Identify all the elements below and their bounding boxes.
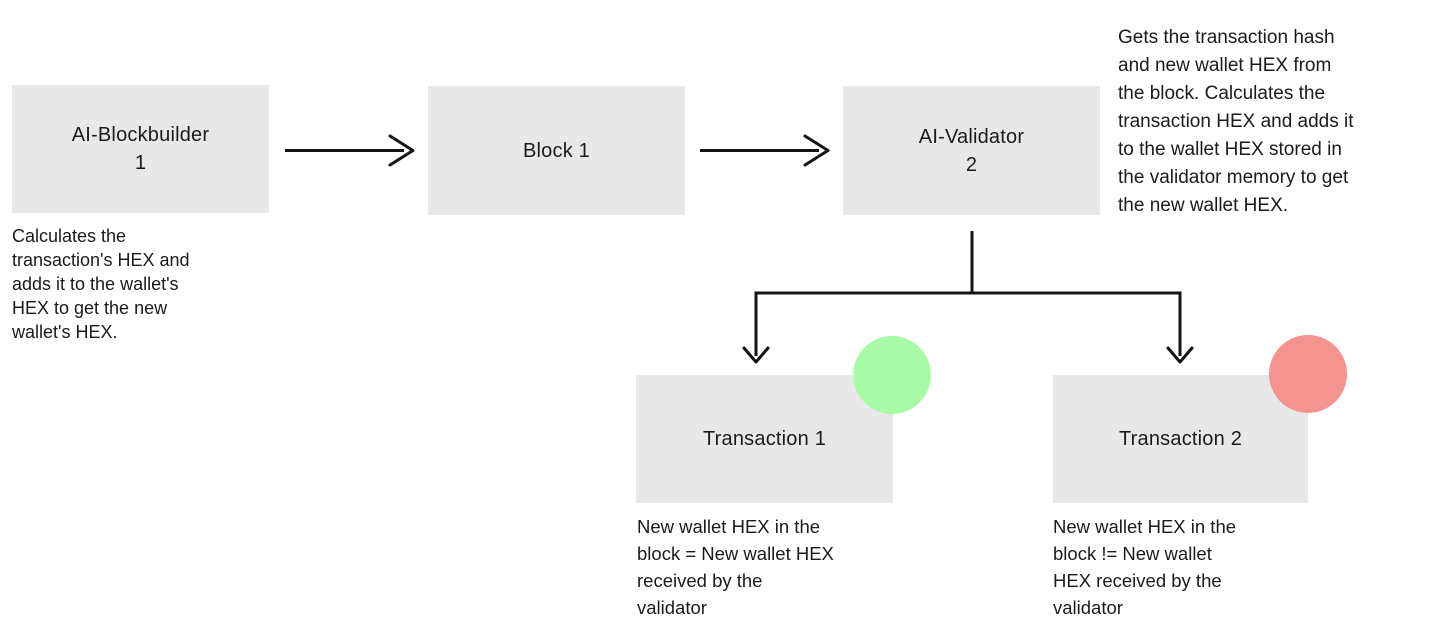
failure-indicator <box>1269 335 1347 413</box>
node-block-1: Block 1 <box>428 86 685 215</box>
node-ai-blockbuilder-1-label: AI-Blockbuilder 1 <box>71 124 210 174</box>
node-transaction-1: Transaction 1 <box>636 375 893 503</box>
validator-note: Gets the transaction hash and new wallet… <box>1118 27 1354 216</box>
arrow-blockbuilder-to-block1 <box>285 134 415 167</box>
arrow-block1-to-validator <box>700 134 830 167</box>
node-ai-blockbuilder-1: AI-Blockbuilder 1 <box>12 85 269 213</box>
node-transaction-2-label: Transaction 2 <box>1118 428 1243 450</box>
node-transaction-1-label: Transaction 1 <box>702 428 827 450</box>
node-block-1-label: Block 1 <box>523 139 590 162</box>
node-ai-validator-2: AI-Validator 2 <box>843 86 1100 215</box>
transaction-1-note: New wallet HEX in the block = New wallet… <box>637 516 834 618</box>
blockbuilder-note: Calculates the transaction's HEX and add… <box>12 226 190 342</box>
node-ai-validator-2-label: AI-Validator 2 <box>918 125 1025 176</box>
arrowhead-to-tx2 <box>1166 346 1194 364</box>
branch-to-transactions <box>742 291 1194 364</box>
arrowhead-to-tx1 <box>742 346 770 364</box>
success-indicator <box>853 336 931 414</box>
node-transaction-2: Transaction 2 <box>1053 375 1308 503</box>
transaction-2-note: New wallet HEX in the block != New walle… <box>1053 516 1237 618</box>
